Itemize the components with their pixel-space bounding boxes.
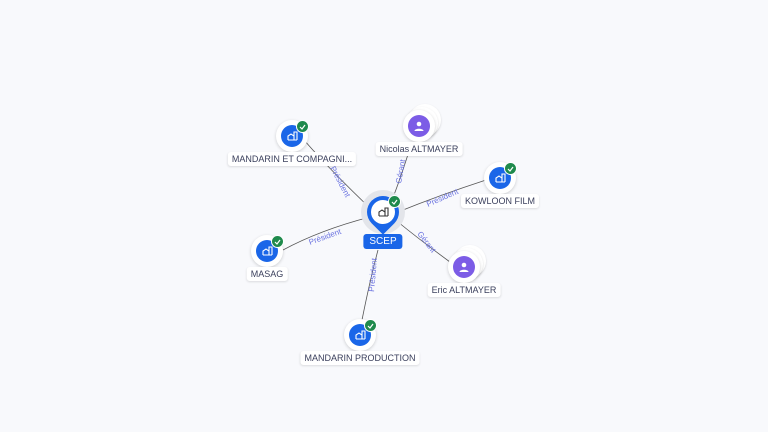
edge-label: Gérant: [394, 158, 407, 184]
edge-label: Président: [308, 227, 344, 247]
node-label: Eric ALTMAYER: [427, 283, 501, 297]
edge-kowloon: [397, 179, 487, 213]
edge-masag: [282, 216, 371, 251]
center-node-label: SCEP: [363, 234, 403, 249]
verified-check-icon: [504, 162, 517, 175]
edge-label: Gérant: [415, 230, 438, 255]
verified-check-icon: [388, 195, 401, 208]
verified-check-icon: [271, 235, 284, 248]
verified-check-icon: [364, 319, 377, 332]
node-label: MANDARIN PRODUCTION: [300, 351, 420, 365]
node-label: KOWLOON FILM: [460, 194, 540, 208]
edge-mandarin-production: [361, 249, 379, 321]
edge-eric: [397, 221, 451, 263]
person-icon: [453, 256, 475, 278]
node-label: MASAG: [246, 267, 288, 281]
edge-label: Président: [367, 257, 379, 292]
edge-label: Président: [328, 165, 352, 200]
node-label: MANDARIN ET COMPAGNI...: [227, 152, 357, 166]
person-icon: [408, 115, 430, 137]
verified-check-icon: [296, 120, 309, 133]
edge-label: Président: [425, 187, 460, 209]
node-label: Nicolas ALTMAYER: [375, 142, 463, 156]
